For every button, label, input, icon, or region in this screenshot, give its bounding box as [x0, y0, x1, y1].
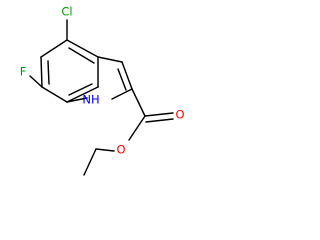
bond-c7-c7a [41, 86, 68, 103]
bond-c5-c6 [40, 39, 68, 58]
bond-c2-carbonyl [131, 88, 146, 117]
nh-label: NH [82, 93, 99, 107]
ester-group [83, 88, 174, 176]
bond-c7-f [29, 75, 43, 88]
atom-labels: Cl F NH O O [20, 5, 185, 157]
bond-c3-c2-inner [117, 68, 127, 91]
bond-carbonyl-double-a [144, 112, 174, 117]
bond-c6-c7 [40, 56, 43, 88]
bond-c7a-c3a [66, 86, 99, 103]
fluorine-label: F [20, 65, 27, 79]
bond-n1-c7a [66, 97, 88, 103]
bond-c7a-c3a-inner [68, 83, 93, 96]
bond-c4-c5 [66, 39, 99, 58]
bond-c2-n1 [111, 88, 133, 100]
bond-carbonyl-double-b [145, 118, 174, 123]
chlorine-label: Cl [61, 5, 72, 19]
bond-c3a-c3 [97, 56, 123, 63]
bond-c3-c2 [121, 61, 133, 90]
substituent-bonds [29, 19, 68, 88]
bond-ester-o-ch2 [95, 148, 115, 152]
bond-c4-c5-inner [68, 47, 95, 64]
bond-c6-c7-inner [47, 60, 50, 85]
molecule-structure: Cl F NH O O [20, 5, 185, 176]
benzene-ring [40, 39, 99, 103]
bond-ch2-ch3 [83, 148, 97, 176]
bond-carbonyl-ester-o [128, 115, 146, 141]
ester-oxygen-label: O [116, 143, 125, 157]
carbonyl-oxygen-label: O [175, 108, 184, 122]
structure-canvas: Cl F NH O O [19, 4, 185, 176]
pyrrole-ring [66, 56, 133, 103]
